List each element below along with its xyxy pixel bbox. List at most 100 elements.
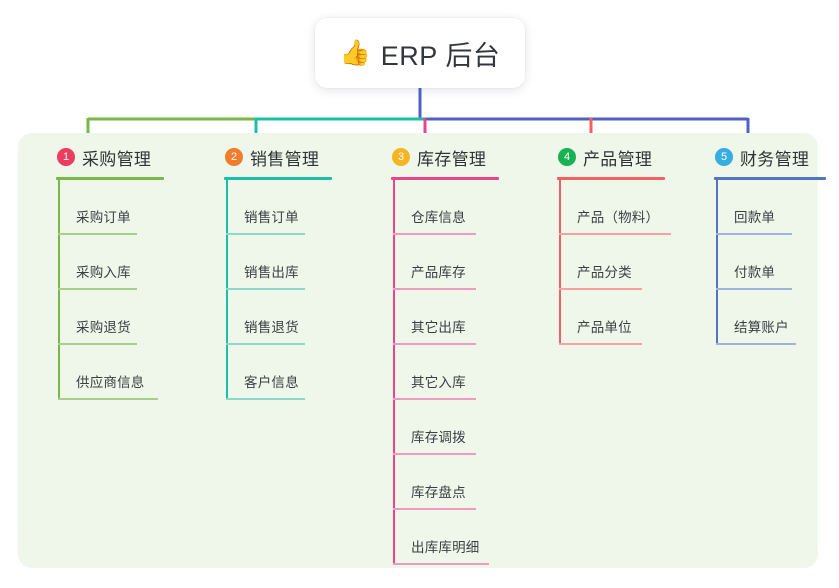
branch-title: 采购管理 — [82, 149, 152, 169]
branch-leaf-rule — [393, 563, 489, 565]
branch-leaf-label: 采购退货 — [76, 320, 131, 335]
branch-spine — [226, 180, 228, 400]
branch-header[interactable]: 5 财务管理 — [696, 144, 839, 170]
branch-leaf-rule — [393, 453, 476, 455]
branch-title: 库存管理 — [417, 149, 487, 169]
root-node[interactable]: 👍 ERP 后台 — [315, 18, 525, 88]
branch-leaf-item[interactable]: 采购订单 — [38, 180, 198, 235]
branch-leaf-label: 仓库信息 — [411, 210, 466, 225]
branch-column: 5 财务管理回款单付款单结算账户 — [696, 144, 839, 345]
branch-leaf-item[interactable]: 其它出库 — [373, 290, 533, 345]
branch-number-badge: 4 — [558, 148, 576, 166]
branch-leaf-item[interactable]: 产品（物料） — [539, 180, 709, 235]
branch-column: 3 库存管理仓库信息产品库存其它出库其它入库库存调拨库存盘点出库库明细 — [373, 144, 533, 565]
branch-leaf-rule — [559, 288, 642, 290]
branch-leaf-item[interactable]: 采购退货 — [38, 290, 198, 345]
branch-body: 产品（物料） 产品分类产品单位 — [539, 180, 709, 345]
branch-leaf-item[interactable]: 仓库信息 — [373, 180, 533, 235]
branch-leaf-rule — [58, 288, 137, 290]
branch-header[interactable]: 4 产品管理 — [539, 144, 709, 170]
branch-leaf-label: 销售出库 — [244, 265, 299, 280]
branch-leaf-item[interactable]: 产品库存 — [373, 235, 533, 290]
branch-leaf-label: 产品库存 — [411, 265, 466, 280]
branch-leaf-label: 其它入库 — [411, 375, 466, 390]
branch-leaf-label: 出库库明细 — [411, 540, 480, 555]
branch-column: 2 销售管理销售订单销售出库销售退货客户信息 — [206, 144, 366, 400]
branch-leaf-rule — [716, 233, 792, 235]
branches-panel — [18, 133, 818, 568]
branch-leaf-rule — [393, 398, 476, 400]
branch-header[interactable]: 1 采购管理 — [38, 144, 198, 170]
branch-leaf-label: 库存盘点 — [411, 485, 466, 500]
branch-leaf-item[interactable]: 销售退货 — [206, 290, 366, 345]
branch-header-rule — [391, 177, 499, 180]
branch-leaf-item[interactable]: 回款单 — [696, 180, 839, 235]
branch-number-badge: 1 — [57, 148, 75, 166]
branch-leaf-rule — [58, 233, 137, 235]
branch-title: 销售管理 — [250, 149, 320, 169]
branch-header-rule — [224, 177, 332, 180]
branch-leaf-label: 结算账户 — [734, 320, 789, 335]
branch-leaf-item[interactable]: 客户信息 — [206, 345, 366, 400]
branch-leaf-item[interactable]: 供应商信息 — [38, 345, 198, 400]
branch-leaf-item[interactable]: 结算账户 — [696, 290, 839, 345]
branch-leaf-rule — [393, 508, 476, 510]
branch-leaf-item[interactable]: 销售出库 — [206, 235, 366, 290]
branch-leaf-item[interactable]: 产品单位 — [539, 290, 709, 345]
branch-leaf-label: 采购订单 — [76, 210, 131, 225]
branch-title: 产品管理 — [583, 149, 653, 169]
branch-leaf-item[interactable]: 销售订单 — [206, 180, 366, 235]
branch-leaf-label: 销售退货 — [244, 320, 299, 335]
branch-header[interactable]: 3 库存管理 — [373, 144, 533, 170]
branch-header-rule — [714, 177, 826, 180]
branch-leaf-label: 其它出库 — [411, 320, 466, 335]
branch-leaf-label: 付款单 — [734, 265, 776, 280]
branch-leaf-rule — [559, 343, 642, 345]
branch-leaf-item[interactable]: 采购入库 — [38, 235, 198, 290]
branch-leaf-rule — [716, 288, 792, 290]
branch-number-badge: 5 — [715, 148, 733, 166]
branch-leaf-rule — [226, 288, 305, 290]
branch-header-rule — [56, 177, 164, 180]
branch-leaf-label: 回款单 — [734, 210, 776, 225]
branch-leaf-rule — [393, 288, 476, 290]
thumbs-up-icon: 👍 — [339, 38, 371, 67]
branch-leaf-label: 客户信息 — [244, 375, 299, 390]
root-node-label: ERP 后台 — [380, 40, 501, 71]
branch-leaf-rule — [559, 233, 671, 235]
branch-leaf-rule — [58, 343, 137, 345]
branch-number-badge: 2 — [225, 148, 243, 166]
branch-leaf-item[interactable]: 其它入库 — [373, 345, 533, 400]
branch-body: 回款单付款单结算账户 — [696, 180, 839, 345]
branch-spine — [559, 180, 561, 345]
branch-leaf-item[interactable]: 产品分类 — [539, 235, 709, 290]
branch-leaf-label: 采购入库 — [76, 265, 131, 280]
branch-leaf-rule — [58, 398, 158, 400]
branch-leaf-label: 产品（物料） — [577, 210, 660, 225]
branch-leaf-rule — [716, 343, 796, 345]
branch-leaf-label: 供应商信息 — [76, 375, 145, 390]
branch-leaf-item[interactable]: 付款单 — [696, 235, 839, 290]
branch-leaf-rule — [226, 233, 305, 235]
branch-spine — [58, 180, 60, 400]
branch-spine — [393, 180, 395, 565]
branch-leaf-rule — [226, 343, 305, 345]
branch-spine — [716, 180, 718, 345]
branch-leaf-item[interactable]: 库存调拨 — [373, 400, 533, 455]
branch-number-badge: 3 — [392, 148, 410, 166]
branch-column: 4 产品管理产品（物料） 产品分类产品单位 — [539, 144, 709, 345]
branch-header[interactable]: 2 销售管理 — [206, 144, 366, 170]
branch-leaf-label: 销售订单 — [244, 210, 299, 225]
branch-body: 采购订单采购入库采购退货供应商信息 — [38, 180, 198, 400]
branch-leaf-item[interactable]: 库存盘点 — [373, 455, 533, 510]
branch-body: 仓库信息产品库存其它出库其它入库库存调拨库存盘点出库库明细 — [373, 180, 533, 565]
branch-title: 财务管理 — [740, 149, 810, 169]
branch-leaf-label: 产品单位 — [577, 320, 632, 335]
branch-header-rule — [557, 177, 665, 180]
branch-body: 销售订单销售出库销售退货客户信息 — [206, 180, 366, 400]
branch-leaf-label: 库存调拨 — [411, 430, 466, 445]
branch-leaf-rule — [393, 233, 476, 235]
branch-leaf-label: 产品分类 — [577, 265, 632, 280]
branch-leaf-rule — [393, 343, 476, 345]
branch-leaf-item[interactable]: 出库库明细 — [373, 510, 533, 565]
